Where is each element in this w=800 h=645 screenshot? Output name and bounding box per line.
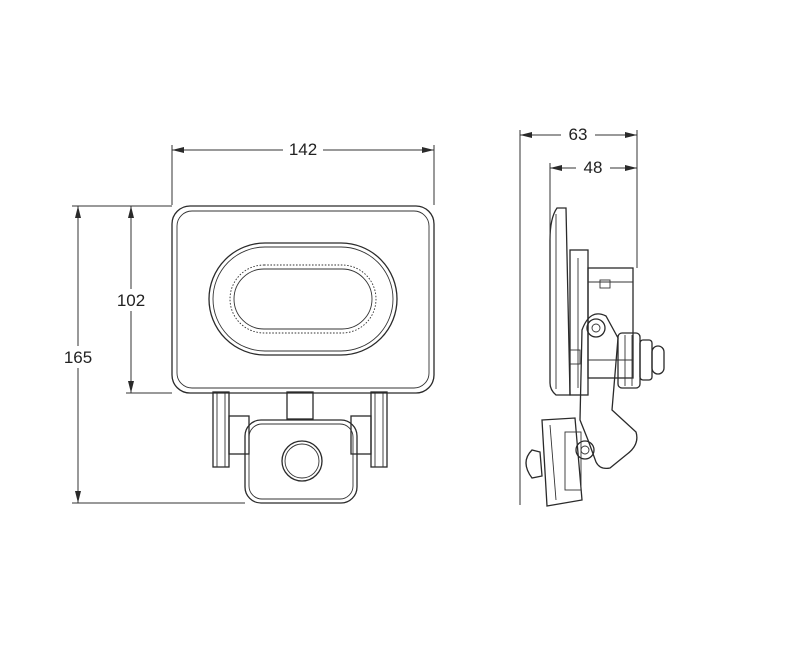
dim-depth-total: 63 bbox=[519, 124, 638, 505]
front-lens bbox=[208, 242, 398, 356]
side-body bbox=[569, 249, 634, 396]
dim-width: 142 bbox=[171, 138, 435, 205]
dim-depth-total-label: 63 bbox=[569, 125, 588, 144]
dim-width-label: 142 bbox=[289, 140, 317, 159]
dim-total-height: 165 bbox=[57, 205, 245, 504]
side-sensor bbox=[525, 417, 583, 507]
dim-depth-body-label: 48 bbox=[584, 158, 603, 177]
side-lens-plate bbox=[549, 207, 571, 396]
dim-body-height-label: 102 bbox=[117, 291, 145, 310]
front-bracket bbox=[212, 391, 388, 468]
dim-depth-body: 48 bbox=[549, 157, 637, 240]
side-view: 63 48 bbox=[519, 124, 665, 507]
front-view: 142 102 165 bbox=[57, 138, 435, 504]
side-cable-gland bbox=[617, 332, 665, 389]
front-body bbox=[171, 205, 435, 394]
front-sensor-housing bbox=[244, 419, 358, 504]
dim-body-height: 102 bbox=[110, 205, 172, 394]
dim-total-height-label: 165 bbox=[64, 348, 92, 367]
side-pivot-arm bbox=[575, 313, 638, 470]
